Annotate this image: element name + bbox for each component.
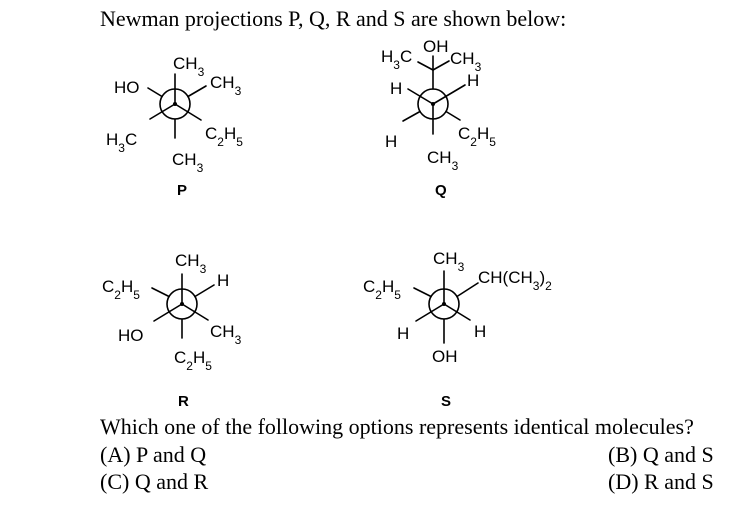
r-front-lower-right-label: CH3 [210, 322, 242, 347]
s-front-up-label-text: CH3 [433, 249, 465, 274]
option-d[interactable]: (D) R and S [608, 468, 714, 496]
q-back-lower-left-label-text: H [385, 132, 397, 151]
prompt-text: Which one of the following options repre… [100, 414, 694, 439]
projection-label-r-text: R [178, 393, 189, 410]
front-carbon-p [173, 102, 177, 106]
q-front-down-label: CH3 [427, 148, 459, 173]
option-d-letter: (D) [608, 469, 639, 494]
q-back-up-ch3-left-label: H3C [381, 47, 412, 72]
s-back-upper-right-label-text: CH(CH3)2 [478, 268, 552, 293]
bond-r-front-lower-left [153, 303, 183, 322]
option-b[interactable]: (B) Q and S [608, 441, 714, 469]
p-back-upper-left-label-text: HO [114, 78, 140, 97]
s-back-upper-left-label: C2H5 [363, 277, 401, 302]
bond-q-back-lower-left [402, 110, 421, 122]
p-back-upper-right-label: CH3 [210, 73, 242, 98]
s-back-down-label: OH [432, 347, 458, 366]
projection-label-s: S [441, 393, 451, 410]
bond-s-front-lower-left [415, 303, 445, 322]
p-front-up-label: CH3 [173, 54, 205, 79]
r-back-upper-right-label-text: H [217, 271, 229, 290]
bond-q-back-lower-right [445, 110, 461, 121]
bond-r-back-upper-right [194, 284, 215, 298]
s-front-up-label: CH3 [433, 249, 465, 274]
r-front-lower-left-label: HO [118, 326, 144, 345]
q-back-lower-left-label: H [385, 132, 397, 151]
option-c-text: Q and R [134, 469, 209, 494]
r-back-down-label: C2H5 [174, 348, 212, 373]
question-text: Newman projections P, Q, R and S are sho… [100, 6, 567, 31]
p-back-down-label-text: CH3 [172, 150, 204, 175]
s-back-upper-right-label: CH(CH3)2 [478, 268, 552, 293]
p-front-lower-right-label-text: C2H5 [205, 124, 243, 149]
bond-s-back-upper-right [456, 282, 479, 298]
p-front-up-label-text: CH3 [173, 54, 205, 79]
bond-q-front-upper-right [432, 84, 466, 105]
front-carbon-r [180, 302, 184, 306]
bond-q-c-ch3-right [432, 60, 450, 71]
option-d-text: R and S [644, 469, 714, 494]
front-carbon-q [431, 102, 435, 106]
option-b-text: Q and S [642, 442, 714, 467]
p-back-down-label: CH3 [172, 150, 204, 175]
bond-p-back-upper-left [147, 87, 163, 98]
option-c[interactable]: (C) Q and R [100, 468, 208, 496]
option-a-letter: (A) [100, 442, 131, 467]
bond-p-back-upper-right [187, 85, 207, 98]
s-front-lower-left-label: H [397, 324, 409, 343]
projection-label-q: Q [435, 182, 447, 199]
p-front-lower-left-label-text: H3C [106, 130, 137, 155]
newman-projection-r: CH3 C2H5 H HO CH3 C2H5 R [102, 251, 242, 410]
r-back-upper-left-label-text: C2H5 [102, 277, 140, 302]
p-back-upper-right-label-text: CH3 [210, 73, 242, 98]
q-front-down-label-text: CH3 [427, 148, 459, 173]
projection-label-q-text: Q [435, 182, 447, 199]
r-back-upper-right-label: H [217, 271, 229, 290]
p-front-lower-left-label: H3C [106, 130, 137, 155]
r-front-lower-right-label-text: CH3 [210, 322, 242, 347]
q-front-upper-left-label-text: H [390, 79, 402, 98]
r-front-up-label: CH3 [175, 251, 207, 276]
option-c-letter: (C) [100, 469, 130, 494]
s-back-upper-left-label-text: C2H5 [363, 277, 401, 302]
r-front-up-label-text: CH3 [175, 251, 207, 276]
s-back-down-label-text: OH [432, 347, 458, 366]
projection-label-p-text: P [177, 182, 187, 199]
r-back-upper-left-label: C2H5 [102, 277, 140, 302]
q-front-upper-left-label: H [390, 79, 402, 98]
option-a-text: P and Q [136, 442, 207, 467]
s-front-lower-right-label-text: H [474, 322, 486, 341]
p-back-upper-left-label: HO [114, 78, 140, 97]
q-back-lower-right-label: C2H5 [458, 124, 496, 149]
bond-s-back-upper-left [413, 287, 432, 298]
projection-label-r: R [178, 393, 189, 410]
projection-label-p: P [177, 182, 187, 199]
newman-projection-s: CH3 C2H5 CH(CH3)2 H H OH S [363, 249, 552, 410]
s-front-lower-left-label-text: H [397, 324, 409, 343]
newman-projection-p: CH3 HO CH3 H3C C2H5 CH3 P [106, 54, 243, 199]
option-a[interactable]: (A) P and Q [100, 441, 206, 469]
bond-r-back-upper-left [151, 287, 170, 298]
r-back-down-label-text: C2H5 [174, 348, 212, 373]
p-front-lower-right-label: C2H5 [205, 124, 243, 149]
bond-q-c-ch3-left [417, 61, 434, 71]
newman-projection-q: H3C OH CH3 H H H C2H5 CH3 Q [381, 37, 496, 199]
q-front-upper-right-label-text: H [467, 71, 479, 90]
option-b-letter: (B) [608, 442, 638, 467]
q-front-upper-right-label: H [467, 71, 479, 90]
r-front-lower-left-label-text: HO [118, 326, 144, 345]
front-carbon-s [442, 302, 446, 306]
projection-label-s-text: S [441, 393, 451, 410]
s-front-lower-right-label: H [474, 322, 486, 341]
q-back-lower-right-label-text: C2H5 [458, 124, 496, 149]
q-back-up-oh-label: OH [423, 37, 449, 56]
